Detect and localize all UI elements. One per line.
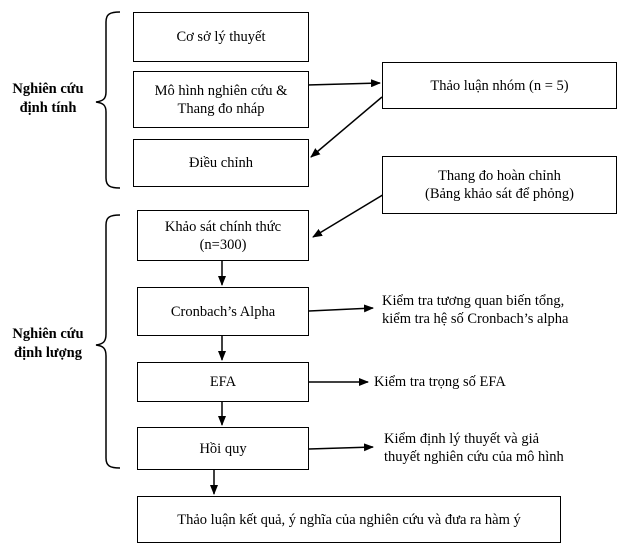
final-scale-box: Thang đo hoàn chỉnh (Bảng khảo sát để ph…: [382, 156, 617, 214]
efa-box: EFA: [137, 362, 309, 402]
regression-note: Kiểm định lý thuyết và giả thuyết nghiên…: [384, 431, 564, 465]
arrow-model-to-discussion: [306, 79, 381, 88]
adjust-box: Điều chỉnh: [133, 139, 309, 187]
arrow-discussion-to-adjust: [310, 96, 383, 158]
cronbach-note: Kiểm tra tương quan biến tổng, kiểm tra …: [382, 293, 569, 327]
discussion-box: Thảo luận nhóm (n = 5): [382, 62, 617, 109]
cronbach-box: Cronbach’s Alpha: [137, 287, 309, 336]
arrow-cronbach-to-note: [308, 304, 374, 313]
model-box: Mô hình nghiên cứu & Thang đo nháp: [133, 71, 309, 128]
qualitative-brace: [95, 11, 121, 189]
conclusion-box: Thảo luận kết quả, ý nghĩa của nghiên cứ…: [137, 496, 561, 543]
regression-box: Hồi quy: [137, 427, 309, 470]
quantitative-brace: [95, 214, 121, 469]
arrow-final-scale-to-survey: [312, 192, 387, 238]
efa-note: Kiểm tra trọng số EFA: [374, 374, 506, 390]
survey-box: Khảo sát chính thức (n=300): [137, 210, 309, 261]
arrow-regression-to-note: [308, 443, 374, 452]
theory-box: Cơ sở lý thuyết: [133, 12, 309, 62]
quantitative-group-label: Nghiên cứu định lượng: [12, 326, 84, 361]
qualitative-group-label: Nghiên cứu định tính: [12, 81, 84, 116]
